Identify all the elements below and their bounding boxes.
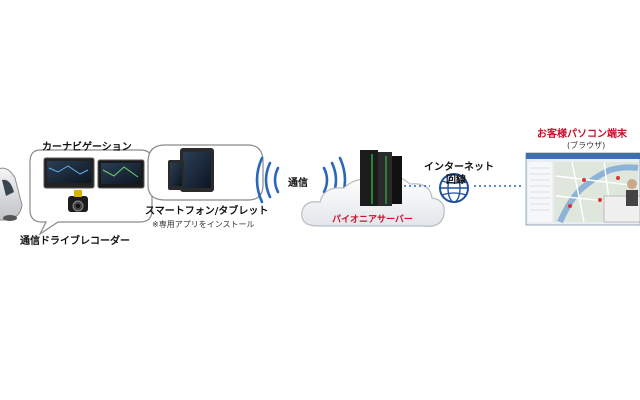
app-install-note: ※専用アプリをインストール [152,220,255,229]
smartphone-icon [168,160,184,190]
server-rack-icon [360,150,402,206]
dashcam-label: 通信ドライブレコーダー [20,236,130,247]
car-navigation-label: カーナビゲーション [42,142,132,153]
communication-label: 通信 [288,178,308,189]
desk-icon [603,179,640,223]
server-label: パイオニアサーバー [332,215,413,225]
tablet-icon [180,148,214,192]
internet-label: インターネット [424,162,494,173]
globe-icon [439,173,469,203]
line-label: 回線 [446,175,466,186]
customer-pc-label: お客様パソコン端末 [537,129,627,140]
browser-label: (ブラウザ) [567,141,606,150]
car-navigation-device-icon [43,157,145,189]
dashcam-icon [68,190,88,212]
car-icon [0,167,23,221]
smartphone-tablet-label: スマートフォン/タブレット [145,206,269,217]
